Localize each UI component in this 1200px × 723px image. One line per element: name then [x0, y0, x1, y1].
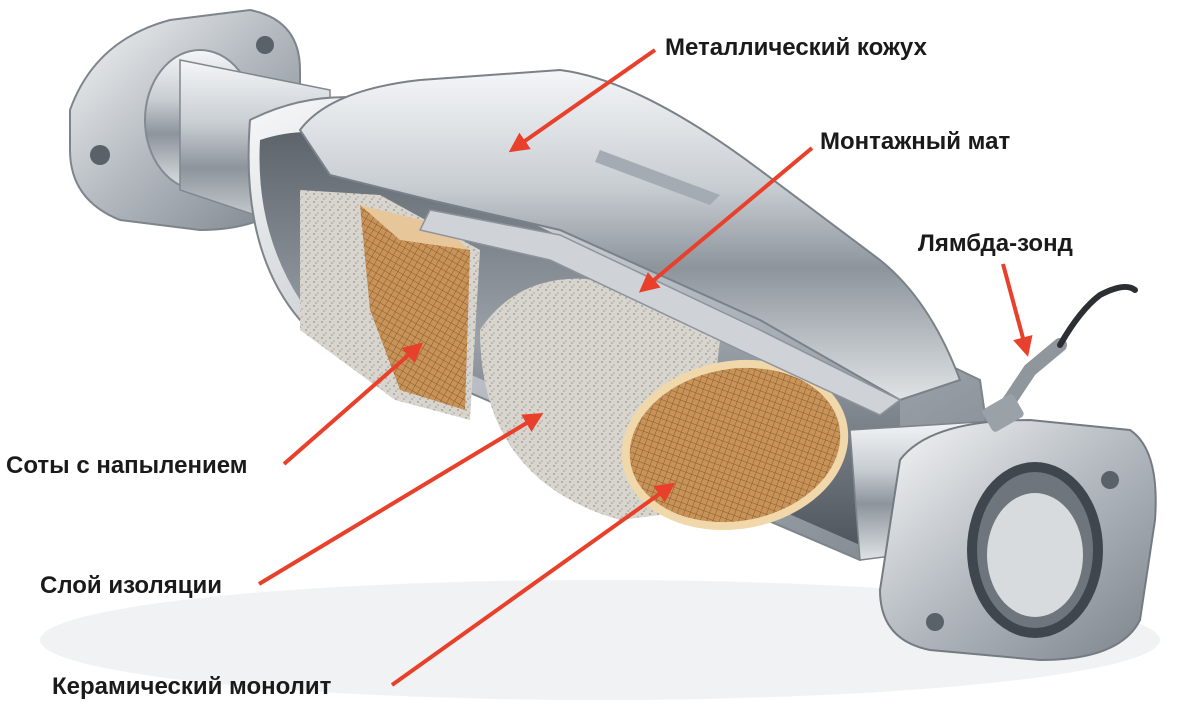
arrow-metal-shell [508, 48, 657, 153]
label-lambda-probe: Лямбда-зонд [918, 230, 1073, 257]
label-coated-honeycomb: Соты с напылением [6, 452, 248, 479]
outlet-flange [878, 418, 1157, 662]
label-ceramic-monolith: Керамический монолит [52, 673, 332, 700]
label-mounting-mat: Монтажный мат [820, 128, 1011, 155]
arrow-mounting-mat [638, 146, 814, 293]
pointer-arrows [257, 48, 1033, 687]
mounting-mat [418, 209, 902, 416]
arrow-lambda-probe [1001, 263, 1033, 357]
floor-reflection [40, 580, 1160, 700]
first-monolith [300, 190, 480, 420]
lambda-probe [982, 283, 1138, 432]
label-insulation-layer: Слой изоляции [40, 572, 223, 599]
shell-stamp [595, 150, 720, 205]
arrow-ceramic-monolith [390, 482, 676, 687]
label-metal-shell: Металлический кожух [665, 34, 927, 61]
arrow-insulation-layer [257, 412, 544, 586]
metal-shell-top [298, 68, 962, 402]
second-monolith [480, 278, 849, 531]
arrow-coated-honeycomb [282, 342, 424, 466]
